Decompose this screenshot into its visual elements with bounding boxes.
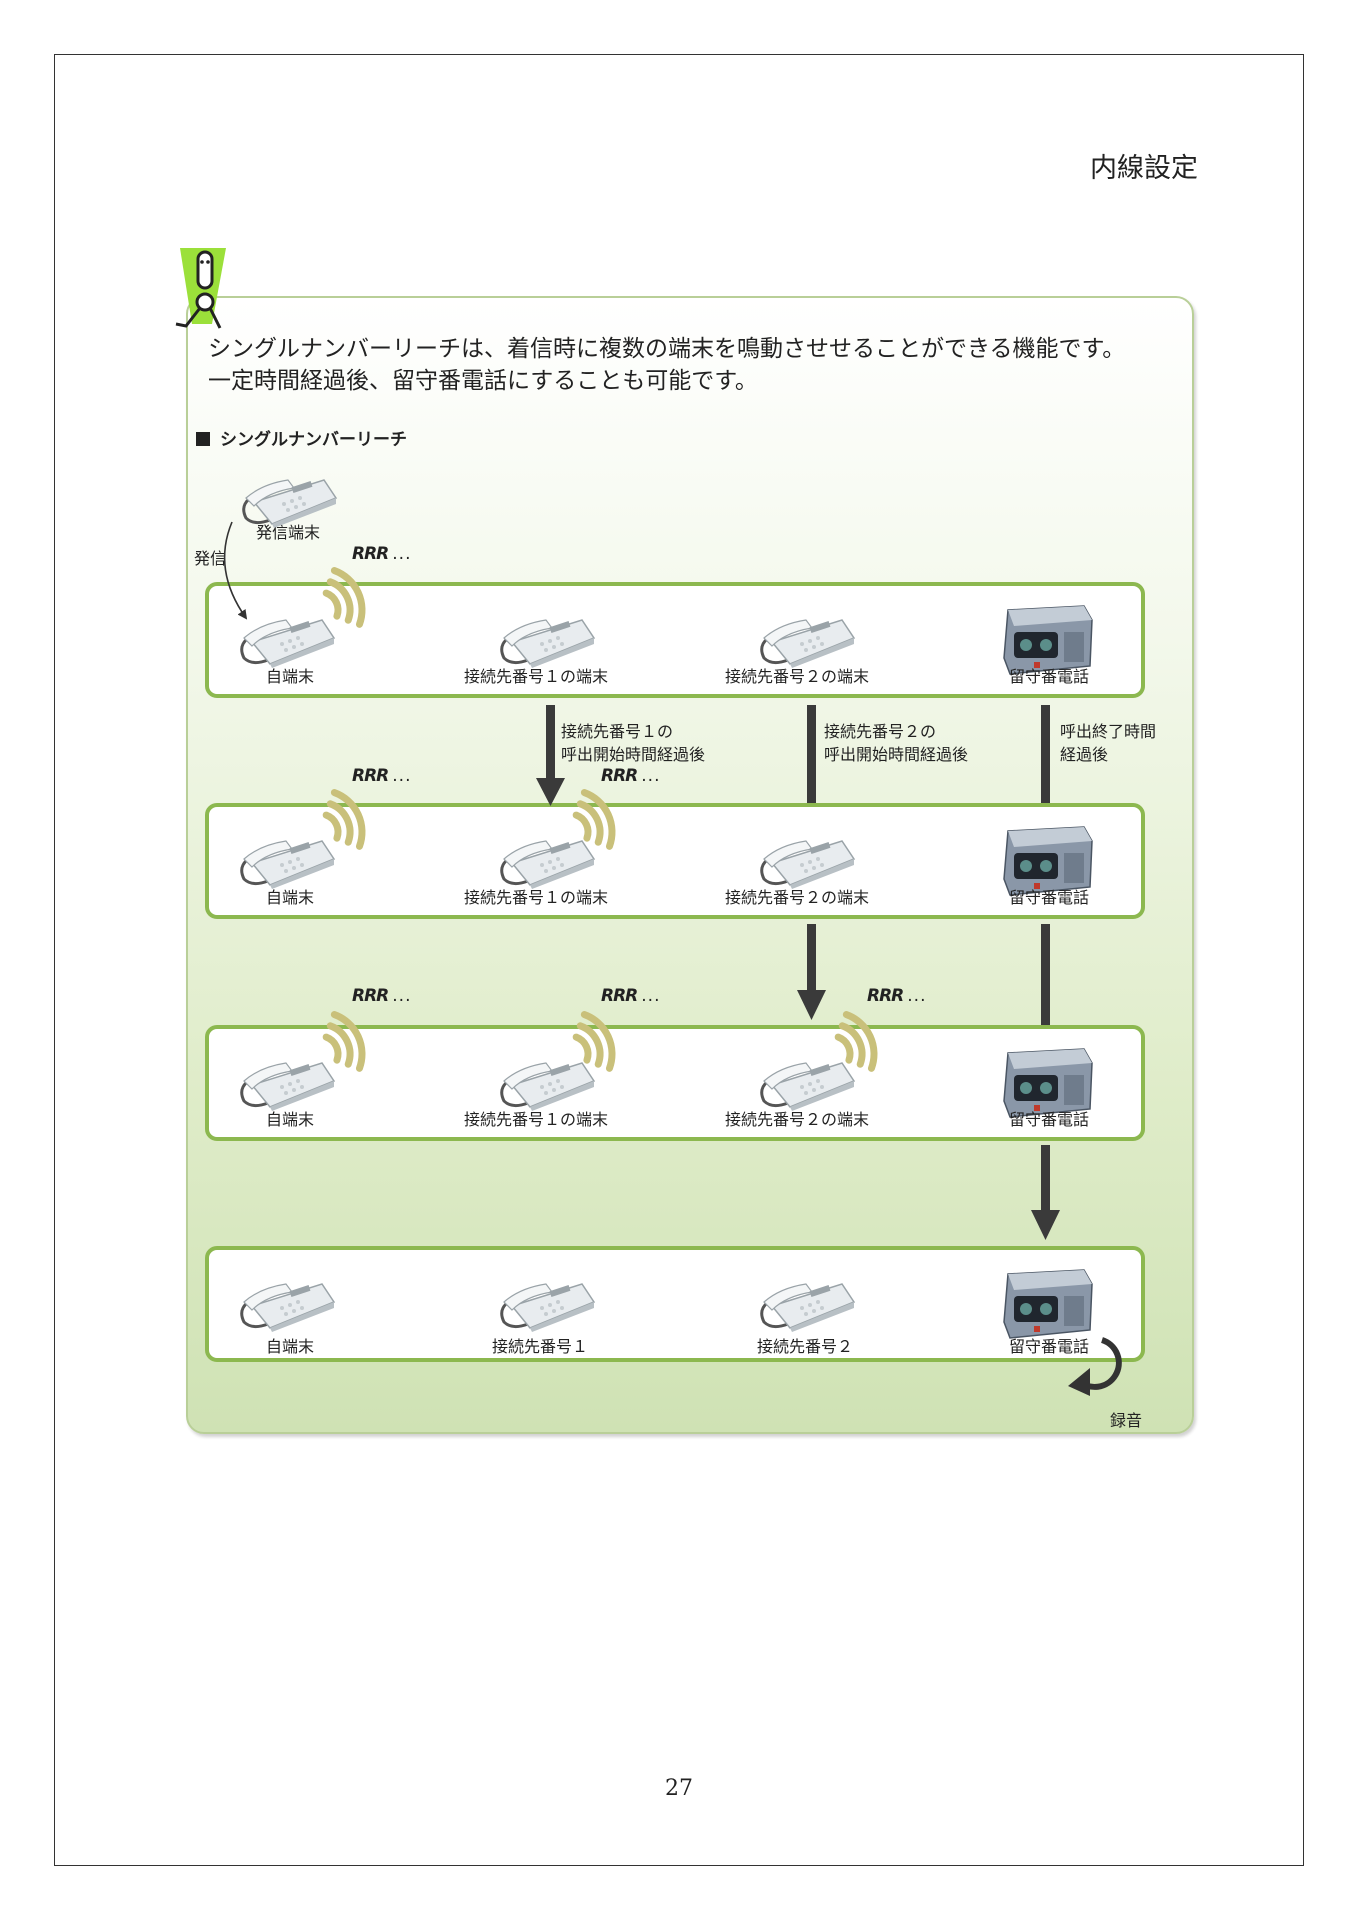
call-curve-arrow — [223, 521, 248, 620]
page-number: 27 — [665, 1776, 693, 1801]
row-1-phone-icon-1 — [240, 619, 336, 668]
ring-wave-icon — [576, 800, 604, 846]
row-3-voicemail-icon — [1003, 1048, 1093, 1118]
ring-text-row3-dest1: RRR... — [601, 986, 661, 1006]
row-3-phone-icon-2 — [500, 1062, 596, 1111]
row-1-voicemail-icon — [1003, 605, 1093, 675]
ring-wave-icon — [572, 1033, 592, 1064]
row-3-phone-icon-3 — [760, 1062, 856, 1111]
row-1-label-dest1: 接続先番号１の端末 — [464, 667, 609, 686]
arrow-voicemail — [1031, 705, 1060, 1240]
row-2-label-voicemail: 留守番電話 — [1009, 888, 1090, 907]
intro-line-1: シングルナンバーリーチは、着信時に複数の端末を鳴動させせることができる機能です。 — [208, 336, 1126, 362]
ring-wave-icon — [326, 1022, 354, 1068]
ring-wave-icon — [838, 1022, 866, 1068]
call-label: 発信 — [194, 549, 227, 568]
ring-wave-icon — [330, 789, 366, 850]
ring-wave-icon — [580, 1011, 616, 1072]
row-3-label-self: 自端末 — [266, 1110, 315, 1129]
ring-text-row2-dest1: RRR... — [601, 766, 661, 786]
row-4-label-self: 自端末 — [266, 1337, 315, 1356]
caller-label: 発信端末 — [256, 523, 321, 542]
mascot-icon — [175, 248, 226, 329]
ring-text-row3-self: RRR... — [352, 986, 412, 1006]
caller-phone-icon — [242, 479, 338, 528]
row-4-label-dest2: 接続先番号２ — [757, 1337, 854, 1356]
ring-wave-icon — [326, 578, 354, 624]
arrow-dest2 — [797, 705, 826, 1020]
annotation-dest1-timeout: 接続先番号１の呼出開始時間経過後 — [561, 722, 706, 764]
row-2-phone-icon-3 — [760, 840, 856, 889]
ring-text-row3-dest2: RRR... — [867, 986, 927, 1006]
row-1-phone-icon-3 — [760, 619, 856, 668]
row-4-phone-icon-1 — [240, 1283, 336, 1332]
intro-line-2: 一定時間経過後、留守番電話にすることも可能です。 — [208, 368, 758, 394]
ring-wave-icon — [326, 800, 354, 846]
row-4-label-dest1: 接続先番号１ — [492, 1337, 589, 1356]
row-3-phone-icon-1 — [240, 1062, 336, 1111]
row-2-label-dest2: 接続先番号２の端末 — [725, 888, 870, 907]
page-header: 内線設定 — [1090, 153, 1198, 184]
row-3-label-dest2: 接続先番号２の端末 — [725, 1110, 870, 1129]
row-1-label-dest2: 接続先番号２の端末 — [725, 667, 870, 686]
row-3-label-voicemail: 留守番電話 — [1009, 1110, 1090, 1129]
row-2-phone-icon-2 — [500, 840, 596, 889]
row-3-label-dest1: 接続先番号１の端末 — [464, 1110, 609, 1129]
page-frame — [54, 54, 1304, 1866]
row-4-label-voicemail: 留守番電話 — [1009, 1337, 1090, 1356]
section-title: シングルナンバーリーチ — [196, 425, 407, 450]
intro-text: シングルナンバーリーチは、着信時に複数の端末を鳴動させせることができる機能です。… — [208, 333, 1125, 397]
ring-wave-icon — [834, 1033, 854, 1064]
ring-wave-icon — [330, 567, 366, 628]
ring-wave-icon — [322, 589, 342, 620]
row-4-box — [205, 1246, 1145, 1362]
row-1-phone-icon-2 — [500, 619, 596, 668]
ring-wave-icon — [572, 811, 592, 842]
ring-wave-icon — [322, 811, 342, 842]
annotation-call-end-timeout: 呼出終了時間経過後 — [1060, 722, 1157, 764]
row-2-label-self: 自端末 — [266, 888, 315, 907]
ring-text-row1-self: RRR... — [352, 544, 412, 564]
row-4-voicemail-icon — [1003, 1269, 1093, 1339]
row-1-label-self: 自端末 — [266, 667, 315, 686]
arrow-dest1 — [536, 705, 565, 806]
ring-wave-icon — [330, 1011, 366, 1072]
row-2-voicemail-icon — [1003, 826, 1093, 896]
ring-wave-icon — [842, 1011, 878, 1072]
row-1-label-voicemail: 留守番電話 — [1009, 667, 1090, 686]
square-bullet-icon — [196, 432, 210, 446]
row-2-phone-icon-1 — [240, 840, 336, 889]
ring-text-row2-self: RRR... — [352, 766, 412, 786]
annotation-dest2-timeout: 接続先番号２の呼出開始時間経過後 — [824, 722, 969, 764]
row-4-phone-icon-2 — [500, 1283, 596, 1332]
ring-wave-icon — [322, 1033, 342, 1064]
record-label: 録音 — [1110, 1411, 1143, 1430]
row-2-label-dest1: 接続先番号１の端末 — [464, 888, 609, 907]
ring-wave-icon — [576, 1022, 604, 1068]
ring-wave-icon — [580, 789, 616, 850]
row-4-phone-icon-3 — [760, 1283, 856, 1332]
